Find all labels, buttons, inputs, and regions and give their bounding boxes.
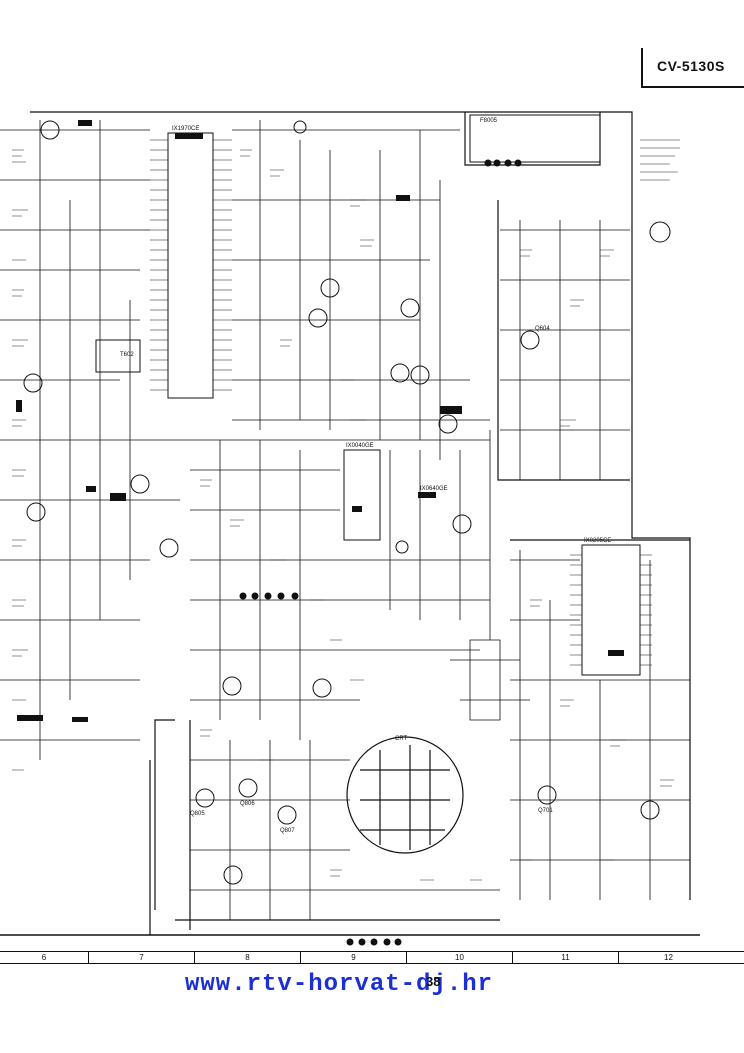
transformer-label: T602 [120,352,134,358]
ic-vert-label: IX0205CE [584,538,611,544]
watermark-url: www.rtv-horvat-dj.hr [185,971,494,998]
q-hout-label: Q604 [535,326,550,332]
grid-reference-row: 6 7 8 9 10 11 12 [0,951,744,964]
crt-label: CRT [395,736,408,742]
ic-video-label: IX0040GE [346,443,374,449]
q-sw-label: Q701 [538,808,553,814]
grid-col-7: 7 [88,952,194,964]
grid-col-11: 11 [512,952,618,964]
ic-power-label: IX0640GE [420,486,448,492]
ic-main-label: IX1970CE [172,126,199,132]
grid-col-12: 12 [618,952,718,964]
grid-col-10: 10 [406,952,512,964]
ic-main-body [167,132,214,399]
page-number: 38 [426,974,441,989]
grid-col-6: 6 [41,953,47,962]
q-rgb-r-label: Q805 [190,811,205,817]
q-rgb-b-label: Q807 [280,828,295,834]
fuse-label: F8005 [480,118,498,124]
q-rgb-g-label: Q806 [240,801,255,807]
model-label: CV-5130S [657,58,725,74]
model-title-box: CV-5130S [641,48,744,88]
grid-col-9: 9 [300,952,406,964]
grid-col-8: 8 [194,952,300,964]
